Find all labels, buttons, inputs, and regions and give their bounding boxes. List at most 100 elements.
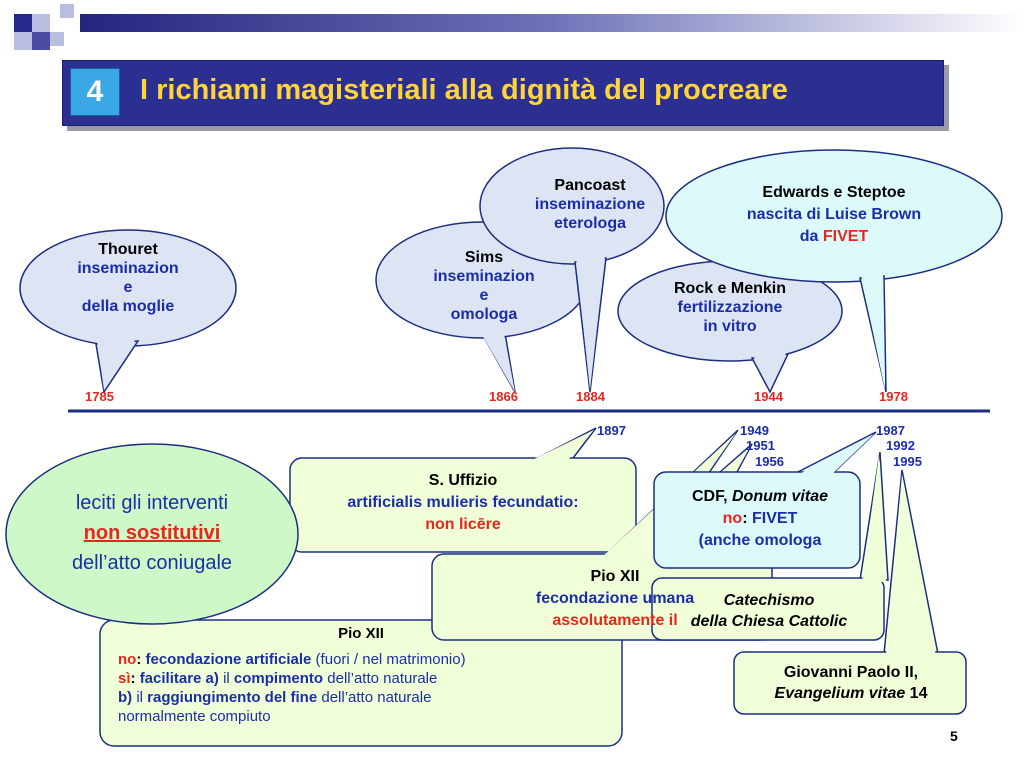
page-number: 5 — [950, 728, 958, 744]
cdf-title-italic: Donum vitae — [731, 488, 828, 505]
cdf-line2: (anche omologa — [698, 532, 822, 549]
rock-name: Rock e Menkin — [673, 280, 787, 297]
pio-l2-mid: il — [218, 670, 234, 687]
cdf-sep: : — [742, 510, 752, 527]
slide-title: I richiami magisteriali alla dignità del… — [140, 74, 788, 106]
leciti-bubble — [5, 443, 299, 625]
pio-l3-mid: il — [132, 689, 148, 706]
pio-l2-blue: facilitare a) — [139, 670, 219, 687]
thouret-line2: e — [123, 279, 133, 296]
rock-line1: fertilizzazione — [677, 299, 783, 316]
cdf-line1: no: FIVET — [660, 508, 860, 530]
decor-square — [60, 4, 74, 18]
thouret-name: Thouret — [98, 241, 158, 258]
cdf-no: no — [722, 510, 743, 527]
leciti-line2: non sostitutivi — [83, 522, 221, 544]
pio-xii-a-line2: assolutamente il — [552, 612, 678, 629]
uffizio-text: S. Uffizio artificialis mulieris fecunda… — [300, 470, 626, 536]
pio-xii-b-line3: b) il raggiungimento del fine dell’atto … — [118, 688, 618, 707]
catechismo-callout — [651, 577, 885, 641]
pio-l1-sep: : — [136, 651, 146, 668]
pio-l2-rest: dell’atto naturale — [323, 670, 438, 687]
sims-line1: inseminazion — [433, 268, 535, 285]
uffizio-title: S. Uffizio — [428, 472, 498, 489]
year-label: 1987 — [876, 423, 905, 438]
edwards-bubble — [665, 149, 1003, 283]
sims-line3: omologa — [450, 306, 518, 323]
decor-square — [14, 14, 32, 32]
pio-xii-b-line1: no: fecondazione artificiale (fuori / ne… — [118, 650, 618, 669]
year-label: 1785 — [85, 389, 114, 404]
pio-l1-red: no — [118, 651, 137, 668]
gp2-line2: Evangelium vitae 14 — [738, 683, 964, 704]
thouret-text: Thouret inseminazion e della moglie — [48, 240, 208, 316]
gp2-rest: 14 — [905, 685, 928, 702]
year-label: 1956 — [755, 454, 784, 469]
edwards-text: Edwards e Steptoe nascita di Luise Brown… — [694, 182, 974, 248]
pio-l2-bold: compimento — [233, 670, 324, 687]
cdf-callout — [653, 471, 861, 569]
thouret-line1: inseminazion — [77, 260, 179, 277]
title-bar — [62, 60, 944, 126]
year-label: 1951 — [746, 438, 775, 453]
pio-l1-rest: (fuori / nel matrimonio) — [311, 651, 466, 668]
decor-square — [50, 32, 64, 46]
rock-line2: in vitro — [703, 318, 757, 335]
year-label: 1992 — [886, 438, 915, 453]
pio-l3-rest: dell’atto naturale — [317, 689, 432, 706]
pio-xii-a-line1: fecondazione umana — [535, 590, 695, 607]
year-label: 1884 — [576, 389, 605, 404]
pio-xii-b-callout — [99, 619, 623, 747]
pancoast-line1: inseminazione — [534, 196, 646, 213]
cdf-title-prefix: CDF, — [691, 488, 732, 505]
pio-xii-b-title: Pio XII — [338, 625, 384, 642]
edwards-line2-prefix: da — [799, 228, 823, 245]
pancoast-line2: eterologa — [553, 215, 626, 232]
year-label: 1866 — [489, 389, 518, 404]
edwards-fivet: FIVET — [822, 228, 869, 245]
year-label: 1897 — [597, 423, 626, 438]
cdf-text: CDF, Donum vitae no: FIVET (anche omolog… — [660, 486, 860, 552]
edwards-line1: nascita di Luise Brown — [746, 206, 922, 223]
leciti-line1: leciti gli interventi — [75, 492, 229, 514]
catechismo-line2: della Chiesa Cattolic — [690, 613, 848, 630]
gp2-callout — [733, 651, 967, 715]
uffizio-line2: non licēre — [425, 516, 501, 533]
year-label: 1978 — [879, 389, 908, 404]
pio-l3-bold: raggiungimento del fine — [147, 689, 318, 706]
catechismo-text: Catechismo della Chiesa Cattolic — [656, 590, 882, 632]
gp2-line1: Giovanni Paolo II, — [783, 664, 919, 681]
pio-l1-blue: fecondazione artificiale — [145, 651, 312, 668]
year-label: 1995 — [893, 454, 922, 469]
pio-l2-sep: : — [130, 670, 140, 687]
decor-square — [14, 32, 32, 50]
thouret-line3: della moglie — [81, 298, 175, 315]
uffizio-line1: artificialis mulieris fecundatio: — [347, 494, 579, 511]
sims-name: Sims — [464, 249, 504, 266]
gp2-italic: Evangelium vitae — [774, 685, 906, 702]
gp2-text: Giovanni Paolo II, Evangelium vitae 14 — [738, 662, 964, 704]
edwards-name: Edwards e Steptoe — [762, 184, 906, 201]
sims-line2: e — [479, 287, 489, 304]
rock-text: Rock e Menkin fertilizzazione in vitro — [640, 279, 820, 336]
pio-xii-b-line4: normalmente compiuto — [118, 708, 271, 725]
leciti-text: leciti gli interventi non sostitutivi de… — [20, 488, 284, 578]
pancoast-name: Pancoast — [554, 177, 626, 194]
pio-xii-b-line2: sì: facilitare a) il compimento dell’att… — [118, 669, 618, 688]
decor-square — [32, 32, 50, 50]
decor-square — [32, 14, 50, 32]
pio-l3-blue: b) — [118, 689, 133, 706]
pio-xii-a-title: Pio XII — [590, 568, 640, 585]
pio-xii-a-text: Pio XII fecondazione umana assolutamente… — [470, 566, 760, 632]
pancoast-text: Pancoast inseminazione eterologa — [510, 176, 670, 233]
slide-number-badge: 4 — [70, 68, 120, 116]
leciti-line3: dell’atto coniugale — [71, 552, 233, 574]
sims-text: Sims inseminazion e omologa — [404, 248, 564, 324]
pio-xii-b-body: no: fecondazione artificiale (fuori / ne… — [118, 650, 618, 726]
pio-l2-red: sì — [118, 670, 131, 687]
header-gradient-bar — [80, 14, 1024, 32]
edwards-line2: da FIVET — [694, 226, 974, 248]
catechismo-line1: Catechismo — [723, 592, 815, 609]
cdf-fivet: FIVET — [751, 510, 798, 527]
